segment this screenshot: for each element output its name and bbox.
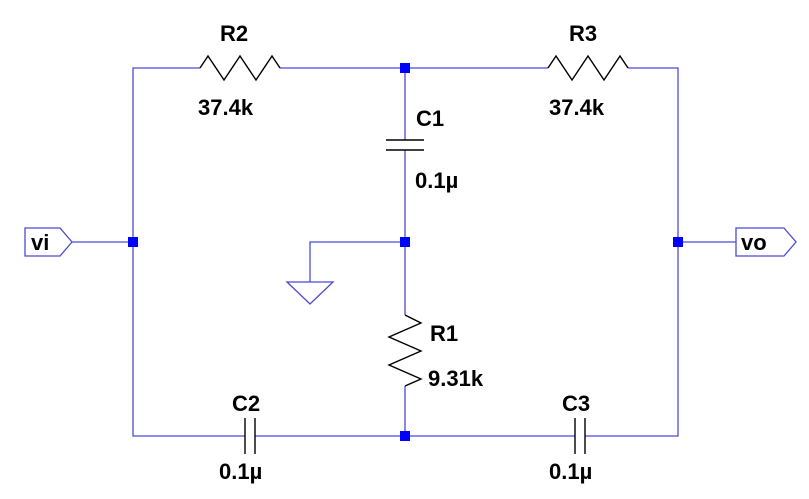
port-vo-flag [735,227,797,257]
resistor-r1[interactable] [387,314,423,387]
r3-ref-label: R3 [569,21,597,46]
wire-top-right [628,67,679,242]
wire-top-left [132,67,200,242]
port-vo[interactable]: vo [735,227,797,257]
resistor-r2-symbol [199,54,281,82]
junction-node [400,63,410,73]
capacitor-c2[interactable] [244,418,256,454]
ground-icon [285,281,335,305]
port-vo-label: vo [741,230,767,255]
junction-node [673,237,683,247]
wire-ground [309,241,405,282]
c3-value-label: 0.1µ [549,459,592,484]
resistor-r3[interactable] [547,54,629,82]
capacitor-c3[interactable] [574,418,586,454]
c1-ref-label: C1 [416,106,444,131]
junction-node [400,237,410,247]
c2-value-label: 0.1µ [219,459,262,484]
wire-bottom-right [585,242,679,437]
c1-value-label: 0.1µ [415,168,458,193]
r3-value-label: 37.4k [549,95,605,120]
c3-ref-label: C3 [562,391,590,416]
resistor-r2[interactable] [199,54,281,82]
resistor-r3-symbol [547,54,629,82]
junction-node [400,431,410,441]
resistor-r1-symbol [387,314,423,387]
junction-node [128,237,138,247]
capacitor-c1[interactable] [386,139,424,151]
port-vi[interactable]: vi [24,227,73,257]
port-vi-label: vi [31,230,49,255]
r1-ref-label: R1 [430,321,458,346]
r1-value-label: 9.31k [428,366,484,391]
wire-bottom-left [132,242,245,437]
junction-nodes [128,63,683,441]
r2-ref-label: R2 [220,21,248,46]
r2-value-label: 37.4k [198,95,254,120]
wires [72,67,736,437]
port-vi-flag [24,227,73,257]
c2-ref-label: C2 [232,391,260,416]
